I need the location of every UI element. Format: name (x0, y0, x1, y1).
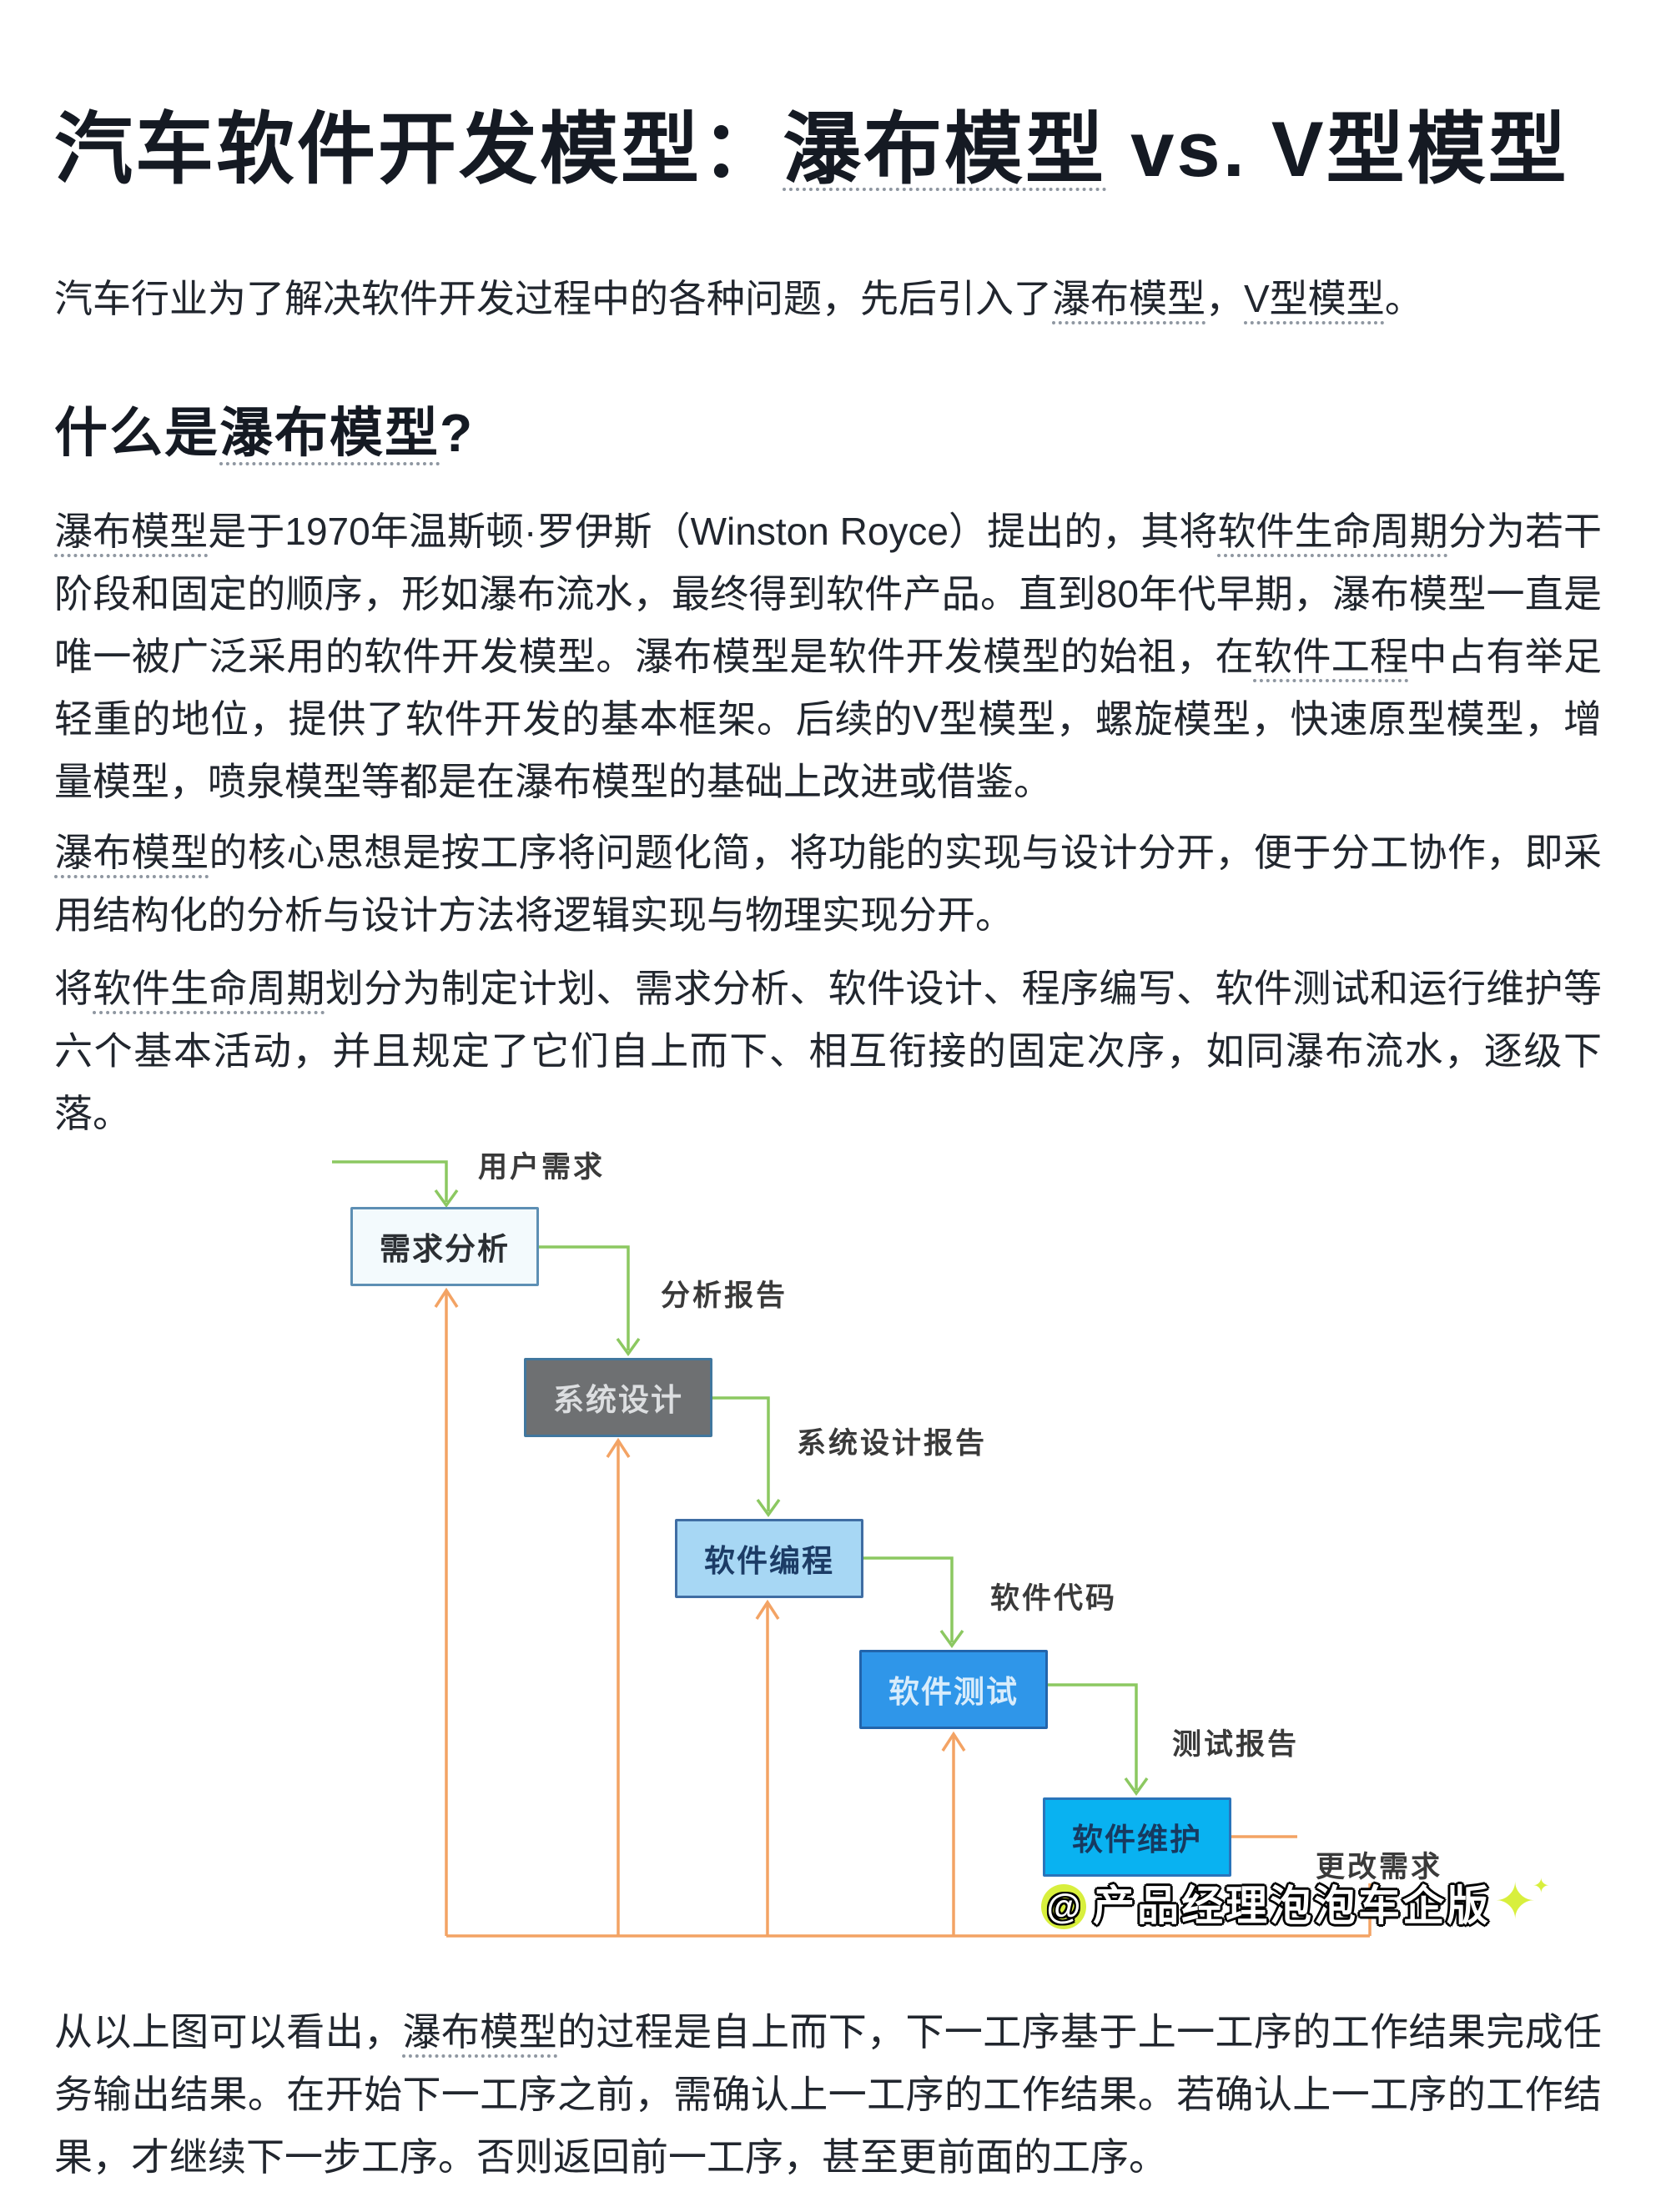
label-software-code: 软件代码 (990, 1581, 1118, 1615)
term-link-waterfall[interactable]: 瀑布模型 (1052, 276, 1206, 320)
intro-text-mid: ， (1206, 276, 1244, 320)
article: 汽车软件开发模型：瀑布模型 vs. V型模型 汽车行业为了解决软件开发过程中的各… (0, 102, 1656, 2189)
heading-text-post: ? (440, 402, 475, 463)
intro-paragraph: 汽车行业为了解决软件开发过程中的各种问题，先后引入了瀑布模型，V型模型。 (54, 268, 1602, 330)
title-term-waterfall[interactable]: 瀑布模型 (783, 105, 1107, 193)
heading-text: 什么是 (54, 402, 219, 463)
watermark: @ 产品经理泡泡车企版 ✦ ✦ (1041, 1875, 1553, 1932)
phases-text-1: 将 (54, 966, 93, 1010)
intro-text-end: 。 (1384, 276, 1423, 320)
title-text-post: vs. V型模型 (1106, 105, 1569, 193)
history-text-2: 分为若干阶段和固定的顺序，形如瀑布流水，最终得到软件产品。直到80年代早期，瀑布… (54, 509, 1603, 678)
term-link-waterfall-4[interactable]: 瀑布模型 (402, 2009, 558, 2054)
flow-arrow-testing-to-maintenance (1048, 1683, 1149, 1796)
feedback-arrow-to-requirements (434, 1287, 459, 1936)
flow-arrow-design-to-coding (712, 1396, 781, 1517)
title-text: 汽车软件开发模型： (54, 105, 783, 193)
flow-arrow-coding-to-testing (863, 1556, 964, 1648)
intro-text: 汽车行业为了解决软件开发过程中的各种问题，先后引入了 (54, 276, 1052, 320)
flow-arrow-entry (332, 1160, 459, 1208)
section-heading: 什么是瀑布模型? (54, 399, 1602, 468)
label-system-design-report: 系统设计报告 (797, 1426, 988, 1460)
core-idea-text: 的核心思想是按工序将问题化简，将功能的实现与设计分开，便于分工协作，即采用结构化… (54, 830, 1603, 937)
watermark-text: 产品经理泡泡车企版 (1093, 1883, 1491, 1930)
stage-box-software-maintenance: 软件维护 (1043, 1797, 1231, 1877)
stage-box-requirements-analysis: 需求分析 (350, 1206, 539, 1286)
stage-box-system-design: 系统设计 (524, 1357, 712, 1437)
label-test-report: 测试报告 (1172, 1727, 1300, 1761)
term-link-waterfall-2[interactable]: 瀑布模型 (54, 509, 209, 553)
sparkle-icon: ✦ (1494, 1873, 1537, 1929)
conclusion-text-1: 从以上图可以看出， (54, 2009, 403, 2054)
history-text-1: 是于1970年温斯顿·罗伊斯（Winston Royce）提出的，其将 (208, 509, 1218, 553)
feedback-arrow-to-design (606, 1437, 631, 1936)
term-link-software-engineering[interactable]: 软件工程 (1253, 634, 1409, 678)
history-text-3: 中占有举足轻重的地位，提供了软件开发的基本框架。后续的V型模型，螺旋模型，快速原… (54, 634, 1603, 803)
phases-paragraph: 将软件生命周期划分为制定计划、需求分析、软件设计、程序编写、软件测试和运行维护等… (54, 958, 1602, 1145)
history-paragraph: 瀑布模型是于1970年温斯顿·罗伊斯（Winston Royce）提出的，其将软… (54, 500, 1602, 813)
feedback-arrow-to-testing (941, 1731, 966, 1936)
term-link-vmodel[interactable]: V型模型 (1244, 276, 1385, 320)
term-link-sdlc-2[interactable]: 软件生命周期 (93, 966, 325, 1010)
term-link-waterfall-3[interactable]: 瀑布模型 (54, 830, 209, 874)
label-user-requirements: 用户需求 (478, 1150, 606, 1184)
heading-term-waterfall[interactable]: 瀑布模型 (219, 402, 440, 463)
stage-box-software-testing: 软件测试 (859, 1649, 1048, 1729)
page-title: 汽车软件开发模型：瀑布模型 vs. V型模型 (54, 102, 1602, 198)
flow-arrow-requirements-to-design (539, 1245, 641, 1356)
label-analysis-report: 分析报告 (661, 1279, 788, 1312)
waterfall-model-diagram: 用户需求 分析报告 系统设计报告 软件代码 测试报告 更改需求 需求分析 系统设… (54, 1139, 1602, 2001)
core-idea-paragraph: 瀑布模型的核心思想是按工序将问题化简，将功能的实现与设计分开，便于分工协作，即采… (54, 822, 1602, 947)
conclusion-paragraph: 从以上图可以看出，瀑布模型的过程是自上而下，下一工序基于上一工序的工作结果完成任… (54, 2001, 1602, 2189)
term-link-sdlc[interactable]: 软件生命周期 (1217, 509, 1448, 553)
stage-box-software-coding: 软件编程 (675, 1518, 863, 1598)
watermark-at-icon: @ (1041, 1883, 1086, 1929)
phases-text-2: 划分为制定计划、需求分析、软件设计、程序编写、软件测试和运行维护等六个基本活动，… (54, 966, 1603, 1135)
label-change-request: 更改需求 (1316, 1850, 1443, 1883)
feedback-arrow-to-coding (755, 1599, 780, 1936)
sparkle-small-icon: ✦ (1533, 1875, 1550, 1898)
